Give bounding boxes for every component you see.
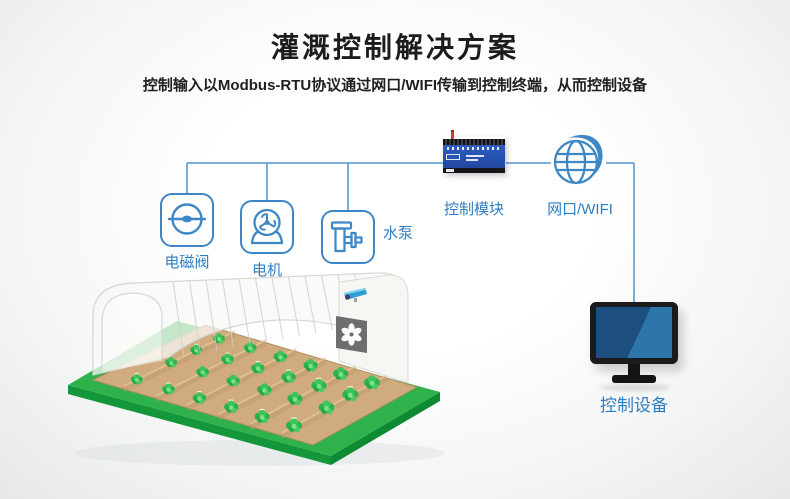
plant	[273, 350, 288, 363]
plants-group	[129, 333, 380, 433]
plant	[281, 369, 296, 384]
module-bottom-strip	[443, 168, 505, 173]
solenoid-valve-icon	[160, 193, 214, 247]
module-led-row	[447, 147, 501, 150]
camera-icon	[344, 288, 367, 302]
plant	[286, 417, 302, 433]
valve-glyph	[167, 203, 207, 235]
monitor-frame	[590, 302, 678, 364]
plant	[257, 383, 272, 396]
page-title: 灌溉控制解决方案	[270, 32, 519, 63]
plant	[196, 366, 209, 378]
module-label-chip	[446, 154, 460, 160]
plant	[317, 400, 336, 415]
plant	[251, 361, 265, 374]
plant	[287, 391, 303, 406]
plant	[190, 343, 203, 356]
plant	[129, 373, 144, 385]
plant	[165, 356, 178, 368]
valve-label: 电磁阀	[164, 254, 210, 271]
module-antenna	[451, 130, 454, 139]
monitor-neck	[628, 364, 640, 376]
pump-glyph	[330, 221, 363, 253]
motor-glyph	[250, 208, 284, 245]
globe-icon	[553, 134, 603, 185]
control-module-device	[443, 130, 505, 173]
plant	[342, 386, 359, 402]
plant	[222, 399, 240, 414]
plant	[162, 382, 175, 395]
motor-icon	[240, 200, 294, 254]
pump-label: 水泵	[383, 225, 414, 242]
plant	[309, 377, 328, 393]
plant	[192, 391, 207, 404]
module-connector	[446, 169, 454, 172]
monitor-shadow	[600, 384, 670, 391]
module-text-line	[466, 159, 478, 161]
monitor-base	[612, 375, 656, 383]
plant	[254, 408, 270, 424]
module-text-line	[466, 155, 484, 157]
end-arch	[101, 292, 163, 372]
module-terminal-strip	[443, 139, 505, 145]
water-pump-icon	[321, 210, 375, 264]
monitor-screen	[596, 307, 672, 358]
plant	[363, 375, 380, 390]
plant	[225, 374, 242, 387]
plant	[243, 341, 257, 354]
motor-label: 电机	[251, 262, 282, 279]
greenhouse-illustration	[68, 272, 445, 466]
plant	[219, 352, 236, 365]
plant	[333, 366, 349, 381]
monitor-icon	[590, 302, 678, 391]
network-label: 网口/WIFI	[547, 201, 613, 218]
page-subtitle: 控制输入以Modbus-RTU协议通过网口/WIFI传输到控制终端，从而控制设备	[142, 77, 648, 94]
module-body	[443, 145, 505, 168]
plant	[211, 333, 227, 344]
fan-icon	[336, 316, 367, 353]
module-label: 控制模块	[443, 201, 504, 218]
terminal-label: 控制设备	[600, 396, 668, 415]
plant	[302, 359, 320, 372]
